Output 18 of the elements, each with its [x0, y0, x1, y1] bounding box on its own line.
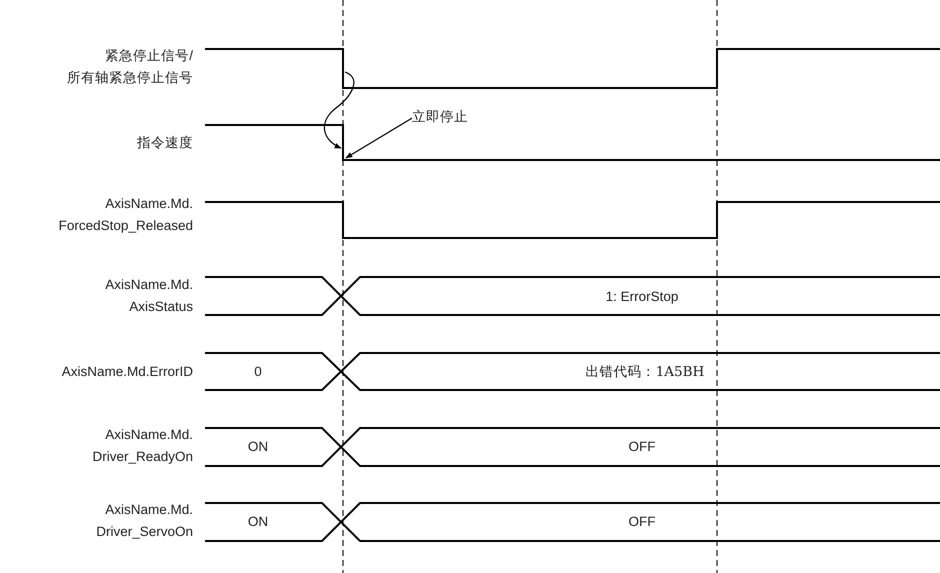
signal-name: AxisName.Md. Driver_ReadyOn — [91, 426, 193, 466]
state-value: ON — [248, 513, 268, 531]
state-value: 0 — [254, 363, 262, 381]
signal-edge — [342, 49, 344, 88]
signal-name: AxisName.Md. Driver_ServoOn — [95, 501, 193, 541]
state-value: 1: ErrorStop — [606, 288, 678, 306]
curved-arrow — [324, 71, 354, 149]
state-value: OFF — [628, 438, 656, 456]
state-value: OFF — [628, 513, 656, 531]
signal-name: AxisName.Md. AxisStatus — [104, 276, 193, 316]
state-value: 出错代码：1A5BH — [586, 363, 704, 382]
leader-line — [345, 118, 412, 158]
callout-text: 立即停止 — [412, 106, 482, 128]
signal-name: AxisName.Md.ErrorID — [60, 363, 193, 381]
signal-name: 指令速度 — [136, 134, 193, 152]
state-value: ON — [248, 438, 268, 456]
signal-name: AxisName.Md. ForcedStop_Released — [58, 195, 193, 235]
signal-name: 紧急停止信号/所有轴紧急停止信号 — [66, 47, 193, 87]
